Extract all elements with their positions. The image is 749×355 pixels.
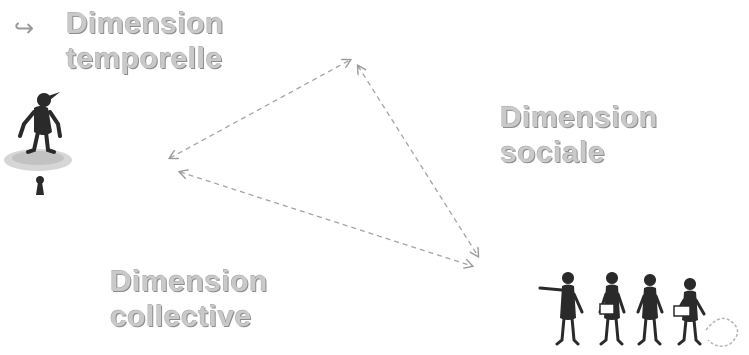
arrow-temporelle-to-top [170, 60, 350, 158]
person-4 [674, 278, 704, 344]
motion-swirl [706, 318, 738, 346]
person-3 [638, 274, 662, 344]
arrow-temporelle-to-collective [180, 172, 472, 266]
arrow-top-to-sociale [358, 66, 478, 256]
person-1 [540, 272, 582, 344]
person-on-keyhole-icon [4, 92, 72, 195]
group-of-people-icon [540, 272, 738, 346]
person-2 [600, 272, 624, 344]
